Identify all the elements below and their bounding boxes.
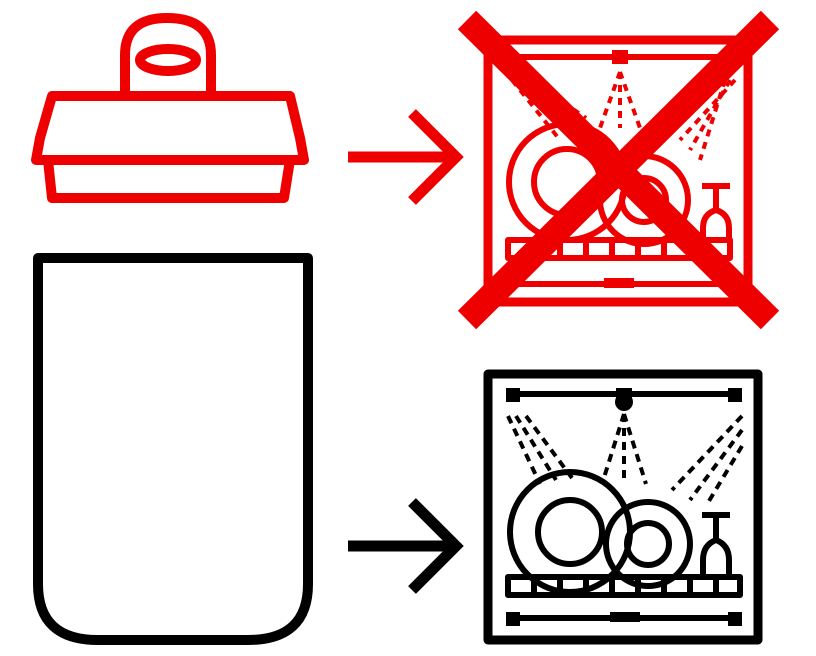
lid-not-dishwasher-safe-row	[31, 10, 780, 330]
dishwasher-crossed-icon	[457, 10, 780, 330]
bottle-body-icon	[33, 253, 313, 645]
prohibited-cross-icon	[457, 10, 780, 330]
bottle-dishwasher-safe-row	[33, 253, 763, 645]
lid-icon	[31, 13, 309, 203]
arrow-right-icon	[348, 498, 464, 594]
arrow-right-icon	[348, 109, 464, 205]
dishwasher-icon	[483, 369, 763, 645]
